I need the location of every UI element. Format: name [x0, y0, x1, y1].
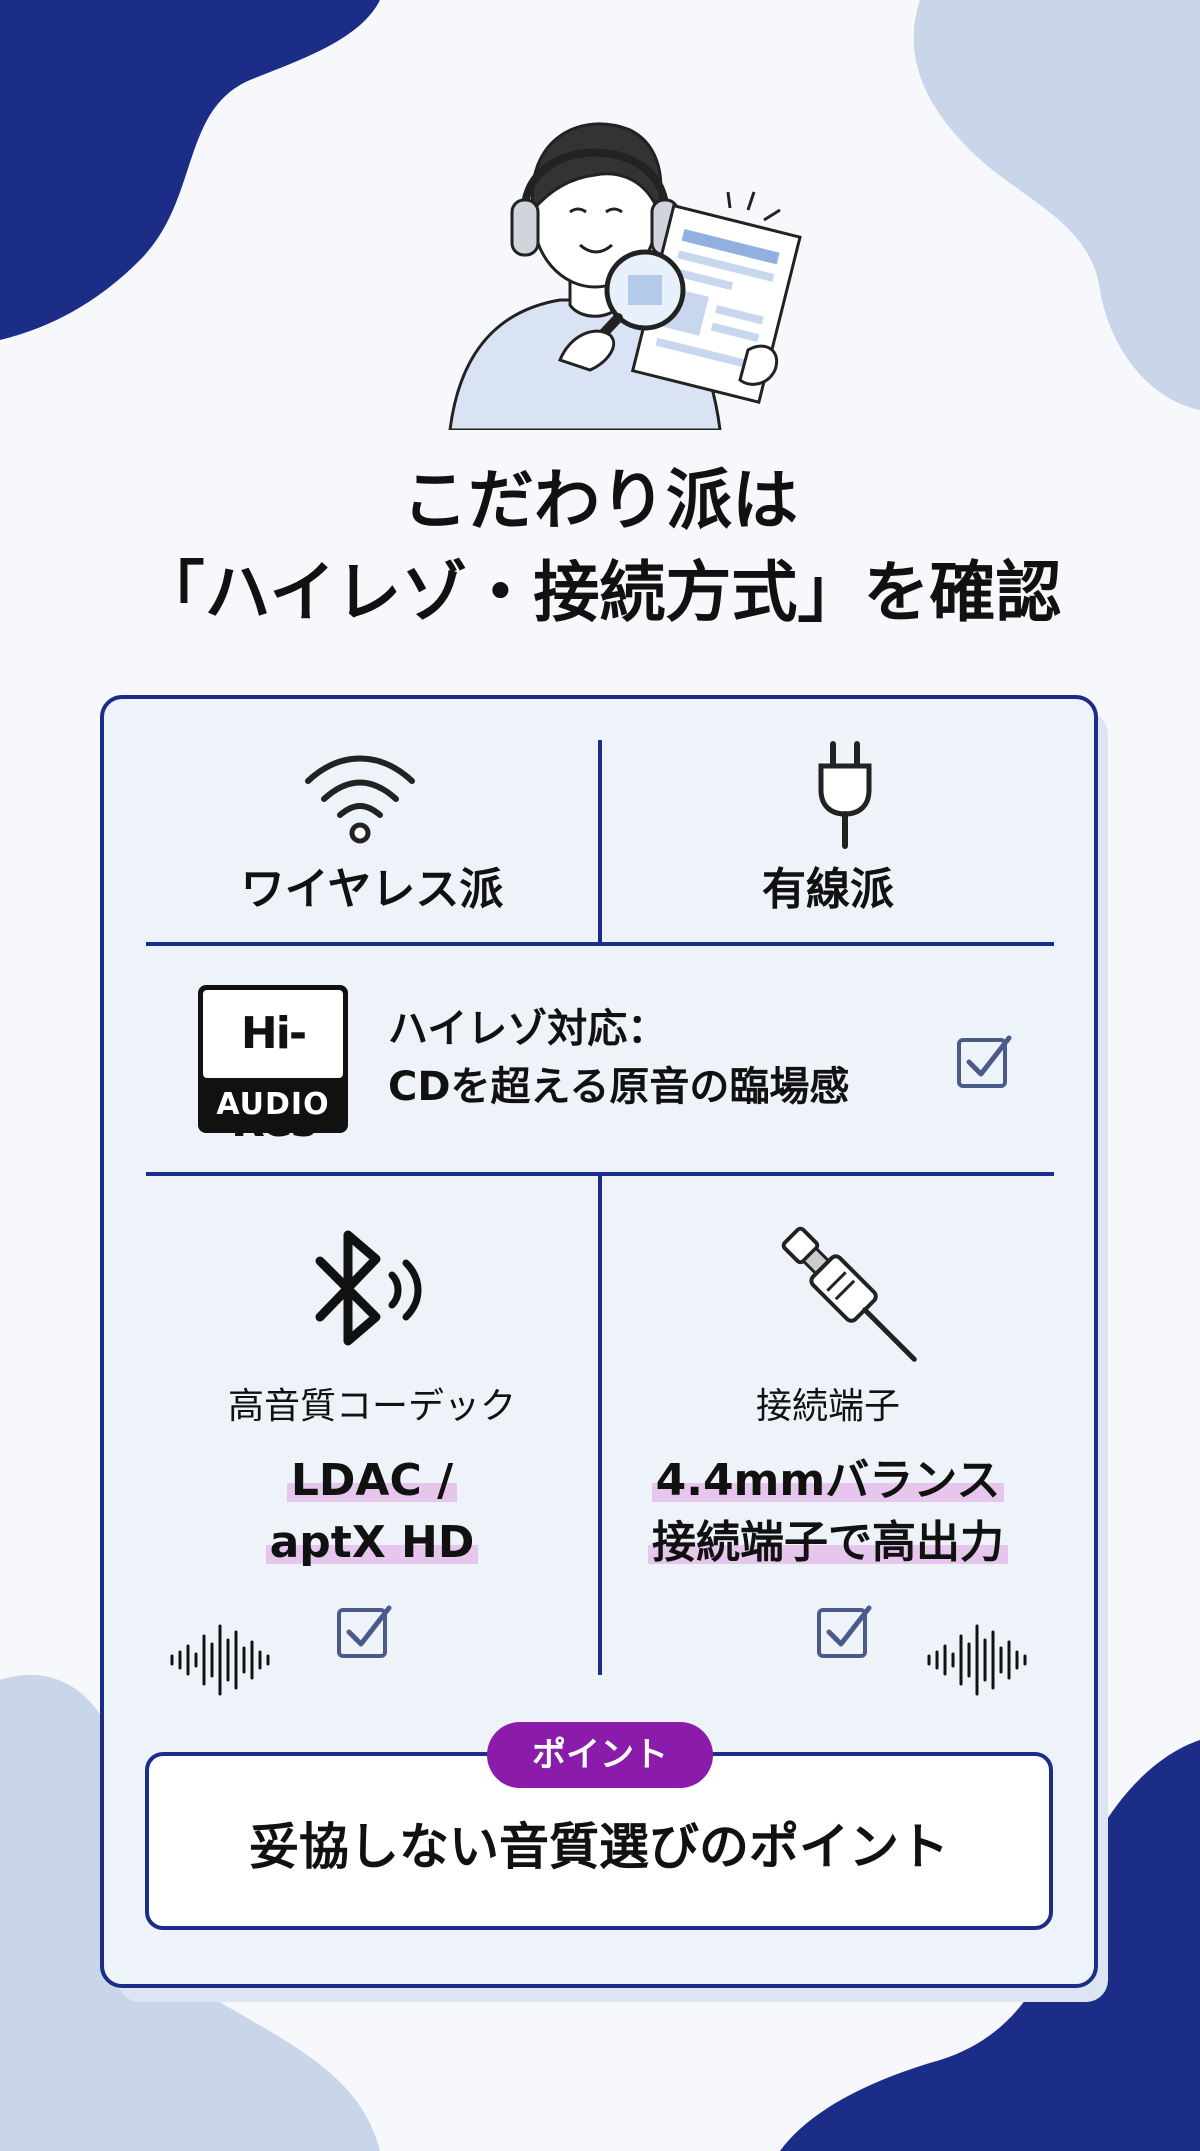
checkbox-checked-icon [957, 1035, 1012, 1088]
hires-line2: CDを超える原音の臨場感 [388, 1064, 850, 1110]
codec-value-line1: LDAC / [286, 1455, 458, 1506]
codec-caption: 高音質コーデック [227, 1386, 516, 1427]
connector-caption: 接続端子 [755, 1386, 900, 1427]
bluetooth-icon [315, 1230, 422, 1346]
hires-logo-bottom: AUDIO [216, 1087, 330, 1122]
codec-value: LDAC / aptX HD [146, 1450, 598, 1574]
headline-line2: 「ハイレゾ・接続方式」を確認 [138, 554, 1062, 631]
divider-horizontal-2 [146, 1172, 1054, 1176]
sound-wave-icon [170, 1624, 270, 1696]
wireless-label: ワイヤレス派 [240, 864, 504, 915]
plug-icon [818, 741, 872, 849]
headline-line1: こだわり派は [402, 462, 798, 539]
divider-vertical-top [598, 740, 602, 945]
checkbox-checked-icon [337, 1605, 392, 1658]
sound-wave-icon [927, 1624, 1027, 1696]
background-blob-bottom-left [0, 1674, 380, 2151]
connector-value: 4.4mmバランス 接続端子で高出力 [602, 1450, 1054, 1574]
person-with-headphones-illustration [448, 122, 802, 430]
hires-line1: ハイレゾ対応： [388, 1006, 668, 1052]
connector-value-line2: 接続端子で高出力 [648, 1517, 1008, 1568]
divider-vertical-bottom [598, 1175, 602, 1675]
wired-label: 有線派 [762, 864, 894, 915]
connector-value-line1: 4.4mmバランス [651, 1455, 1005, 1506]
hires-audio-logo: Hi-Res AUDIO [198, 985, 348, 1147]
checkbox-checked-icon [817, 1605, 872, 1658]
point-text: 妥協しない音質選びのポイント [249, 1818, 949, 1876]
background-blob-top-right [913, 0, 1200, 410]
background-blob-top-left [0, 0, 380, 340]
point-tag: ポイント [487, 1722, 713, 1788]
audio-jack-icon [781, 1226, 917, 1362]
hires-logo-top: Hi-Res [203, 990, 343, 1147]
wifi-icon [305, 755, 415, 844]
codec-value-line2: aptX HD [265, 1517, 479, 1568]
hires-description: ハイレゾ対応： CDを超える原音の臨場感 [388, 1000, 849, 1116]
divider-horizontal-1 [146, 942, 1054, 946]
headline: こだわり派は 「ハイレゾ・接続方式」を確認 [0, 455, 1200, 639]
